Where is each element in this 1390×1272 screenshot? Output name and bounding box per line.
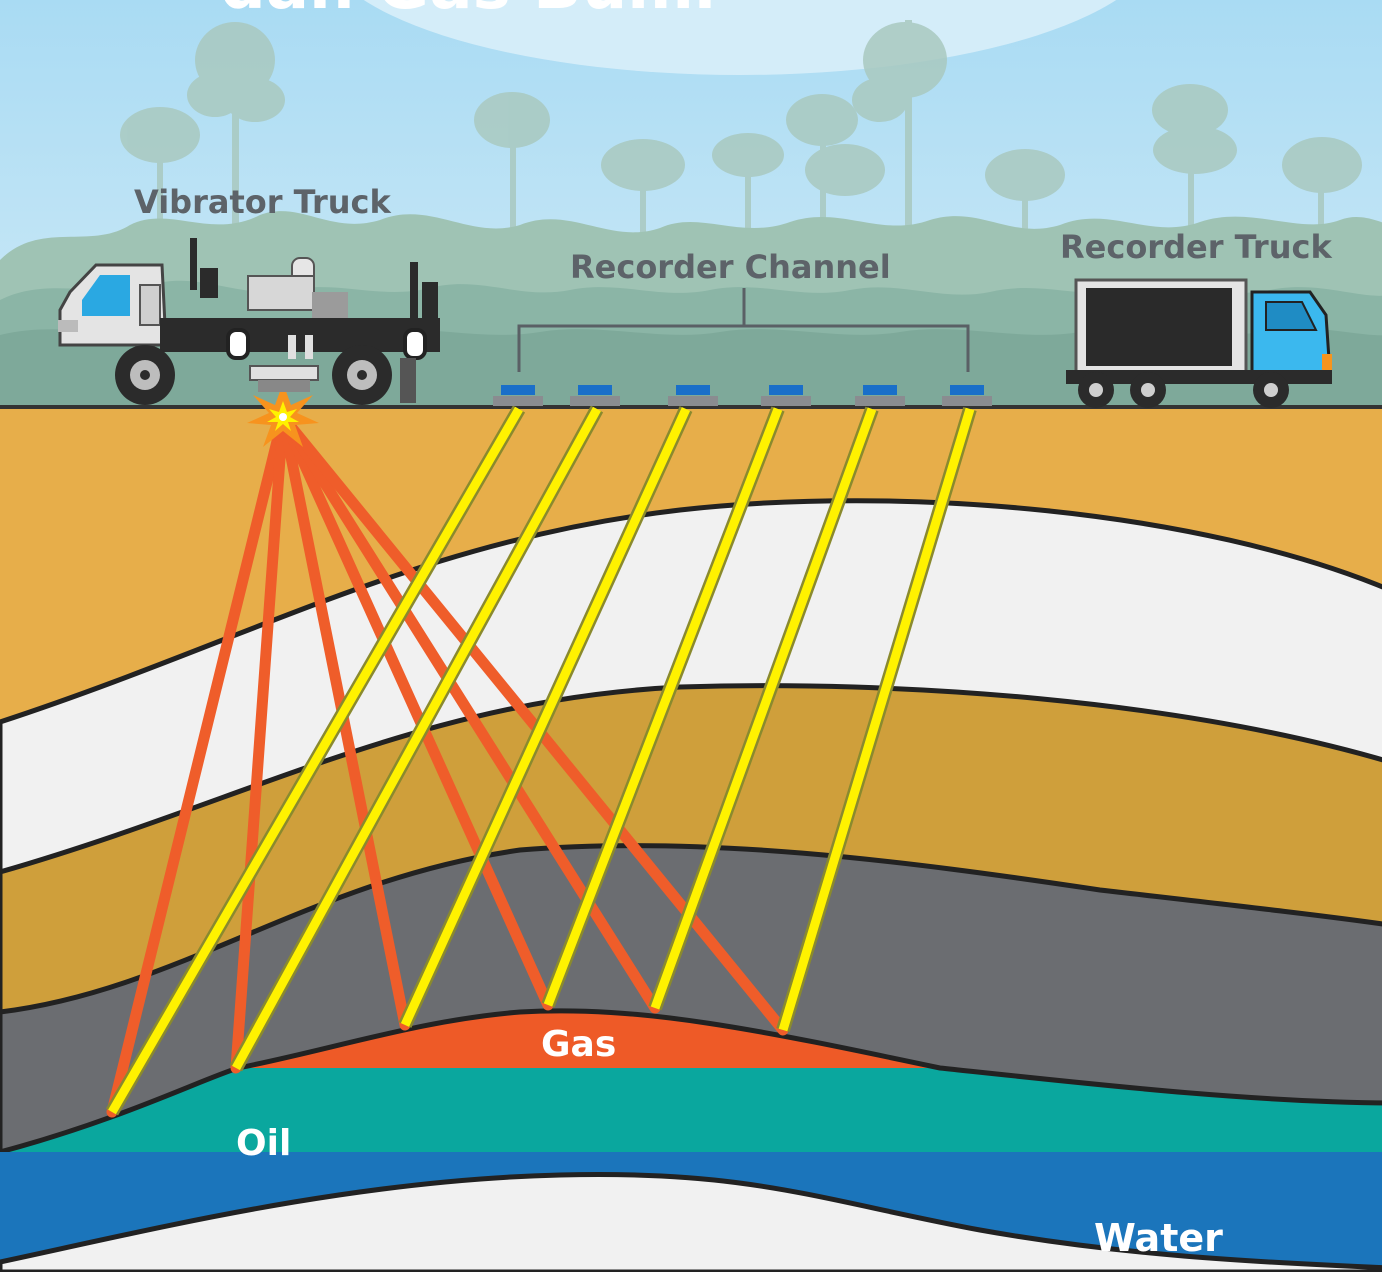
geophone-icon	[855, 385, 905, 406]
source-rays	[106, 411, 789, 1118]
recorder-channel-label: Recorder Channel	[570, 248, 891, 286]
gas-oil-cap-line	[0, 1008, 1390, 1155]
oil-layer	[0, 1068, 1390, 1152]
vibrator-truck-label: Vibrator Truck	[134, 183, 392, 221]
oil-label: Oil	[236, 1123, 291, 1164]
forest-background	[0, 20, 1390, 410]
reflected-rays	[105, 405, 977, 1116]
geophone-icon	[570, 385, 620, 406]
reflected-ray	[108, 406, 523, 1115]
explosion-icon	[247, 383, 319, 447]
water-label: Water	[1094, 1216, 1223, 1260]
title-fragment: dan Gas Bumi	[220, 0, 716, 24]
reflected-ray	[232, 406, 601, 1071]
reflected-ray	[778, 407, 975, 1032]
source-ray	[277, 411, 554, 1011]
gas-label: Gas	[541, 1024, 616, 1065]
recorder-truck-label: Recorder Truck	[1060, 228, 1332, 266]
geophone-icon	[493, 385, 543, 406]
basement-rock	[0, 1171, 1390, 1272]
recorder-channel-geophones	[493, 385, 992, 406]
right-border	[1382, 0, 1390, 1272]
vibrator-truck-icon	[58, 238, 440, 405]
source-ray	[277, 411, 661, 1014]
reflected-ray	[650, 407, 877, 1010]
geophone-icon	[942, 385, 992, 406]
reflected-ray	[543, 407, 783, 1007]
source-ray	[106, 411, 289, 1118]
geophone-icon	[761, 385, 811, 406]
source-ray	[230, 411, 289, 1074]
source-ray	[277, 411, 789, 1036]
recorder-channel-bracket	[517, 288, 970, 372]
subsurface-layers	[0, 409, 1390, 1272]
geophone-icon	[668, 385, 718, 406]
gas-layer	[238, 1010, 940, 1068]
ground-surface-line	[0, 405, 1390, 409]
reflected-ray	[400, 407, 691, 1027]
recorder-truck-icon	[1066, 278, 1332, 408]
